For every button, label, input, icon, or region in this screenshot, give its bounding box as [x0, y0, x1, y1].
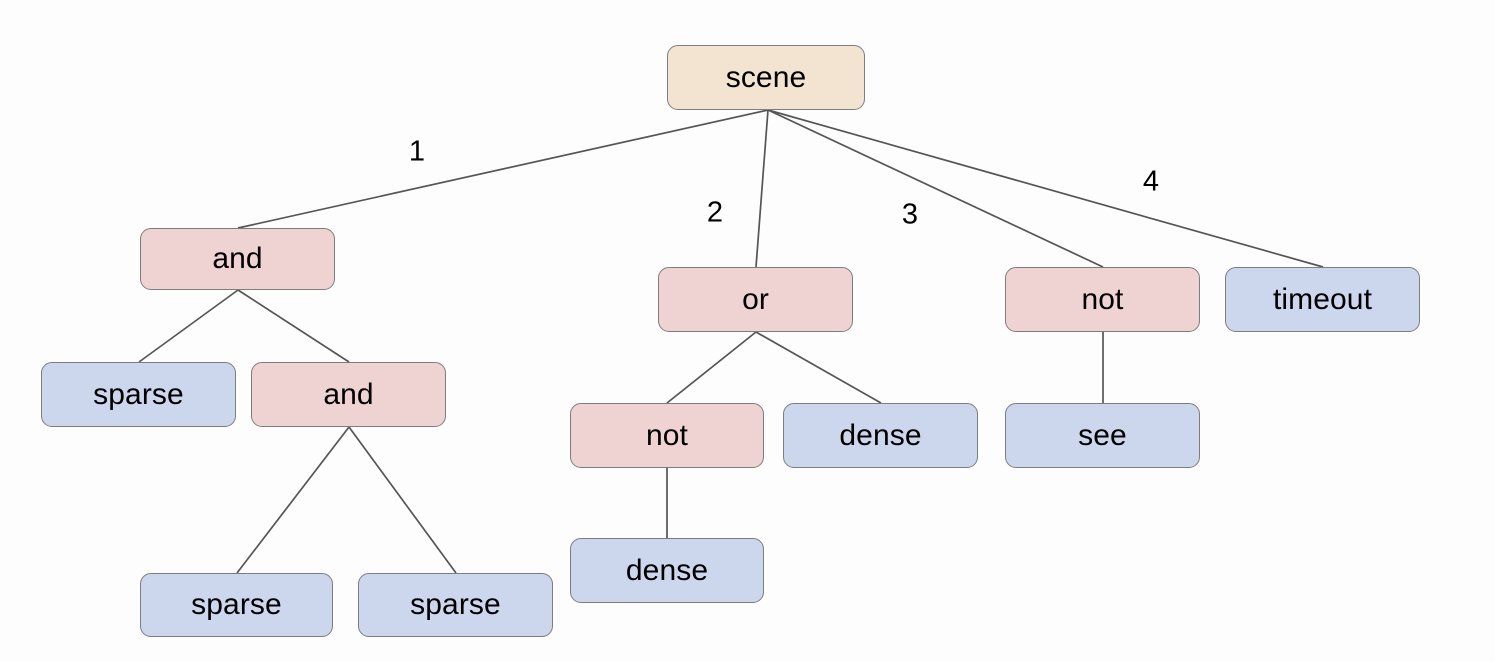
tree-node-or1[interactable]: or	[658, 267, 853, 332]
tree-node-sparse2[interactable]: sparse	[140, 573, 333, 637]
edge-scene-to-not1	[767, 109, 1104, 268]
tree-node-label: timeout	[1272, 282, 1373, 316]
tree-node-label: scene	[725, 60, 807, 94]
tree-node-label: and	[212, 242, 263, 275]
edge-or1-to-dense1	[755, 331, 882, 404]
tree-node-and2[interactable]: and	[251, 362, 446, 427]
edge-scene-to-or1	[755, 109, 769, 268]
edge-scene-to-and1	[237, 109, 769, 229]
tree-node-label: sparse	[191, 588, 282, 621]
edge-and2-to-sparse3	[348, 426, 457, 574]
edge-label-1: 1	[408, 135, 426, 168]
tree-node-scene[interactable]: scene	[667, 45, 865, 110]
edge-and2-to-sparse2	[236, 426, 350, 574]
edge-label-2: 2	[706, 196, 724, 229]
tree-node-timeout[interactable]: timeout	[1225, 267, 1420, 332]
tree-node-label: and	[323, 377, 374, 411]
tree-node-not2[interactable]: not	[570, 403, 764, 468]
tree-node-label: or	[742, 282, 769, 316]
tree-node-label: not	[645, 418, 688, 452]
edge-and1-to-and2	[237, 289, 350, 363]
tree-node-see[interactable]: see	[1005, 403, 1200, 468]
tree-node-and1[interactable]: and	[140, 228, 335, 290]
tree-node-label: sparse	[410, 588, 501, 621]
tree-node-sparse1[interactable]: sparse	[41, 362, 236, 427]
tree-node-not1[interactable]: not	[1005, 267, 1200, 332]
tree-node-label: dense	[625, 553, 709, 587]
edge-or1-to-not2	[666, 331, 757, 404]
tree-node-label: dense	[839, 418, 922, 452]
edge-label-4: 4	[1142, 165, 1160, 198]
tree-node-label: not	[1081, 282, 1124, 316]
tree-node-dense1[interactable]: dense	[783, 403, 978, 468]
tree-node-label: see	[1078, 418, 1127, 452]
tree-node-sparse3[interactable]: sparse	[358, 573, 553, 637]
edge-scene-to-timeout	[767, 109, 1324, 268]
tree-node-label: sparse	[93, 377, 184, 411]
edge-label-3: 3	[901, 198, 919, 231]
tree-node-dense2[interactable]: dense	[570, 538, 764, 603]
edge-and1-to-sparse1	[138, 289, 239, 363]
